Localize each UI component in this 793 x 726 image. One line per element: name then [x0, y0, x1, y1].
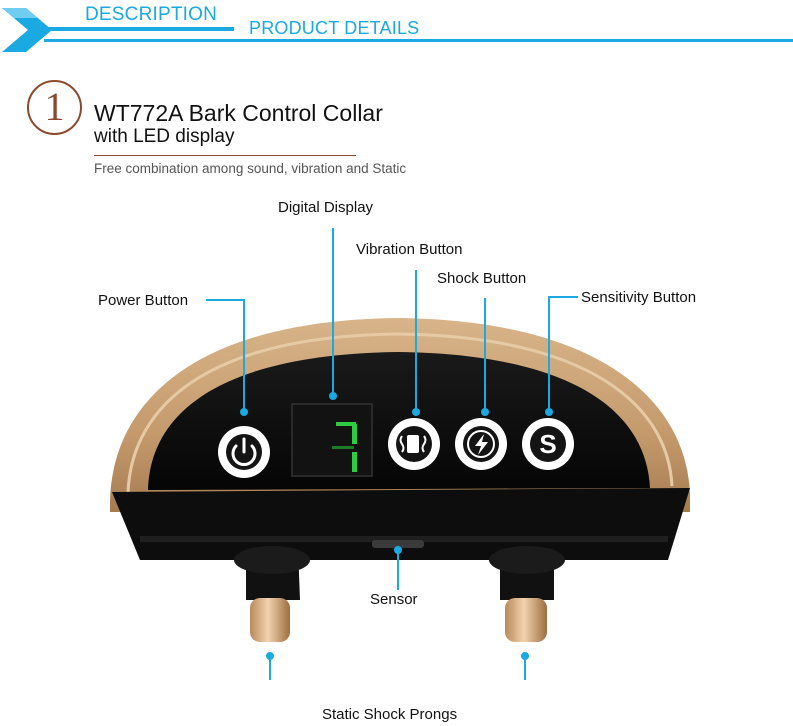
- power-icon: [231, 437, 257, 466]
- label-sensor: Sensor: [370, 591, 418, 608]
- power-button[interactable]: [218, 426, 270, 478]
- display-segment-mid: [332, 446, 354, 449]
- product-title: WT772A Bark Control Collar: [94, 100, 383, 126]
- vibration-icon: [399, 435, 427, 453]
- vibration-button[interactable]: [388, 418, 440, 470]
- callout-lines: [206, 228, 578, 680]
- label-vibration-button: Vibration Button: [356, 241, 463, 258]
- digital-display-window: [291, 403, 373, 477]
- label-digital-display: Digital Display: [278, 199, 374, 216]
- right-prong: [505, 598, 547, 642]
- shock-icon: [467, 430, 495, 458]
- sensor-slot: [372, 540, 424, 548]
- product-caption: Free combination among sound, vibration …: [94, 161, 407, 176]
- header-banner: [2, 8, 793, 52]
- power-leader: [206, 299, 245, 412]
- header-chevron-top: [2, 8, 38, 18]
- sensitivity-icon: S: [539, 429, 556, 459]
- label-shock-button: Shock Button: [437, 270, 527, 287]
- product-subtitle: with LED display: [94, 126, 235, 147]
- header-line-top: [44, 27, 234, 31]
- sensitivity-button[interactable]: S: [522, 418, 574, 470]
- header-line-long: [44, 39, 793, 42]
- right-prong-base: [489, 546, 565, 574]
- display-segment-lower: [352, 452, 357, 472]
- left-prong: [250, 598, 290, 642]
- label-static-shock-prongs: Static Shock Prongs: [322, 706, 458, 723]
- title-divider: [94, 155, 356, 156]
- tab-product-details[interactable]: PRODUCT DETAILS: [249, 18, 420, 38]
- display-segment-top: [336, 422, 356, 426]
- callout-dots: [240, 392, 553, 660]
- collar-illustration: S: [110, 228, 690, 680]
- sensitivity-leader: [548, 296, 578, 412]
- svg-text:S: S: [539, 429, 556, 459]
- label-power-button: Power Button: [98, 292, 189, 309]
- label-sensitivity-button: Sensitivity Button: [581, 289, 697, 306]
- collar-face: [148, 352, 650, 490]
- left-prong-base: [234, 546, 310, 574]
- section-number-badge: 1: [27, 80, 82, 135]
- collar-shell-highlight: [126, 332, 674, 493]
- display-segment-upper: [352, 424, 357, 444]
- prongs-leader: [269, 656, 526, 680]
- shock-button[interactable]: [455, 418, 507, 470]
- tab-description[interactable]: DESCRIPTION: [85, 4, 218, 25]
- collar-base-edge: [140, 536, 668, 542]
